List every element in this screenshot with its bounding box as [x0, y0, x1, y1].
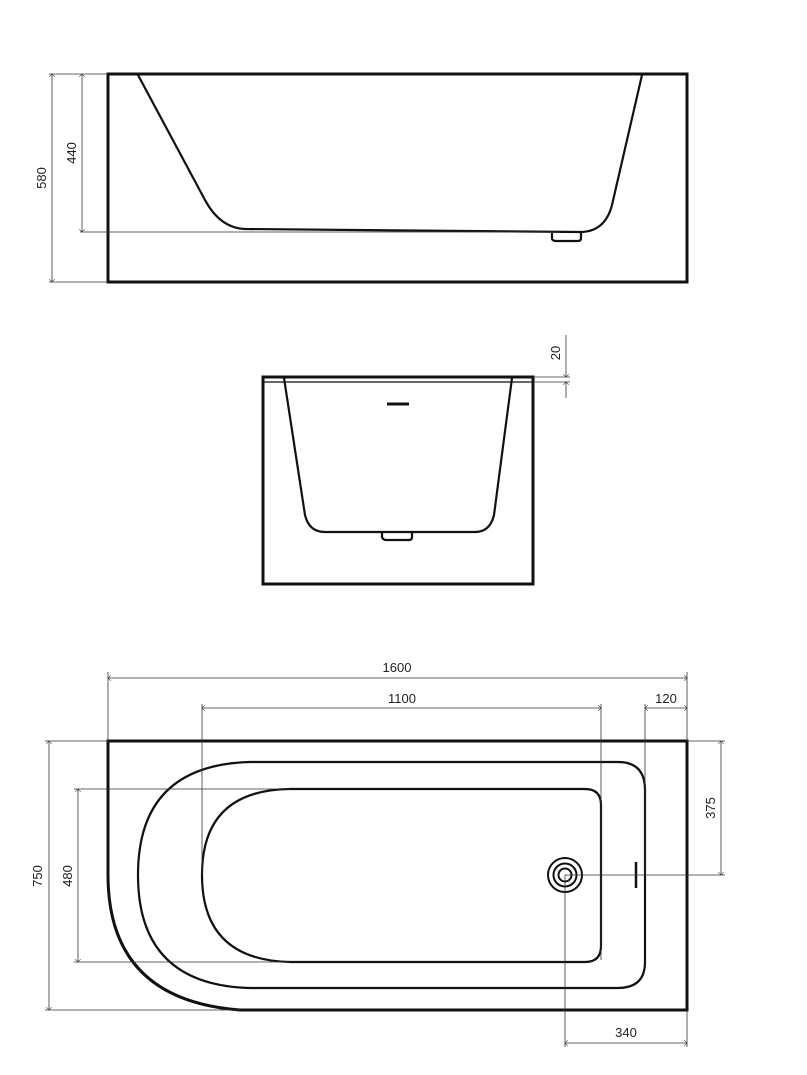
end-view-outline: [261, 375, 535, 586]
dimension-drain-offset-x: 340: [564, 875, 688, 1047]
dimension-label-120: 120: [655, 691, 677, 706]
dimension-height-total: 580: [34, 73, 108, 283]
side-view: 580 440: [34, 72, 689, 284]
side-view-drain-foot: [550, 233, 583, 243]
dimension-label-1100: 1100: [388, 691, 416, 706]
dimension-width-inner: 480: [60, 788, 290, 963]
dimension-label-20: 20: [548, 346, 563, 360]
dimension-length-total: 1600: [107, 660, 688, 741]
end-view-basin-profile: [282, 377, 514, 534]
top-view: 1600 1100 120 750 480: [30, 660, 725, 1047]
end-view-drain-foot: [380, 533, 414, 542]
dimension-width-total: 750: [30, 740, 240, 1011]
dimension-label-375: 375: [703, 797, 718, 819]
dimension-label-580: 580: [34, 167, 49, 189]
side-view-basin-profile: [137, 74, 644, 234]
dimension-label-750: 750: [30, 865, 45, 887]
dimension-offset-right: 120: [644, 691, 687, 875]
dimension-length-inner: 1100: [201, 691, 602, 960]
dimension-label-440: 440: [64, 142, 79, 164]
dimension-label-480: 480: [60, 865, 75, 887]
dimension-rim-thickness: 20: [533, 335, 570, 398]
dimension-label-1600: 1600: [383, 660, 412, 675]
dimension-drain-offset-y: 375: [565, 740, 725, 876]
end-view: 20: [261, 335, 570, 586]
side-view-outline: [106, 72, 689, 284]
dimension-label-340: 340: [615, 1025, 637, 1040]
dimension-height-inner: 440: [64, 74, 560, 233]
top-view-basin-floor: [200, 787, 603, 964]
